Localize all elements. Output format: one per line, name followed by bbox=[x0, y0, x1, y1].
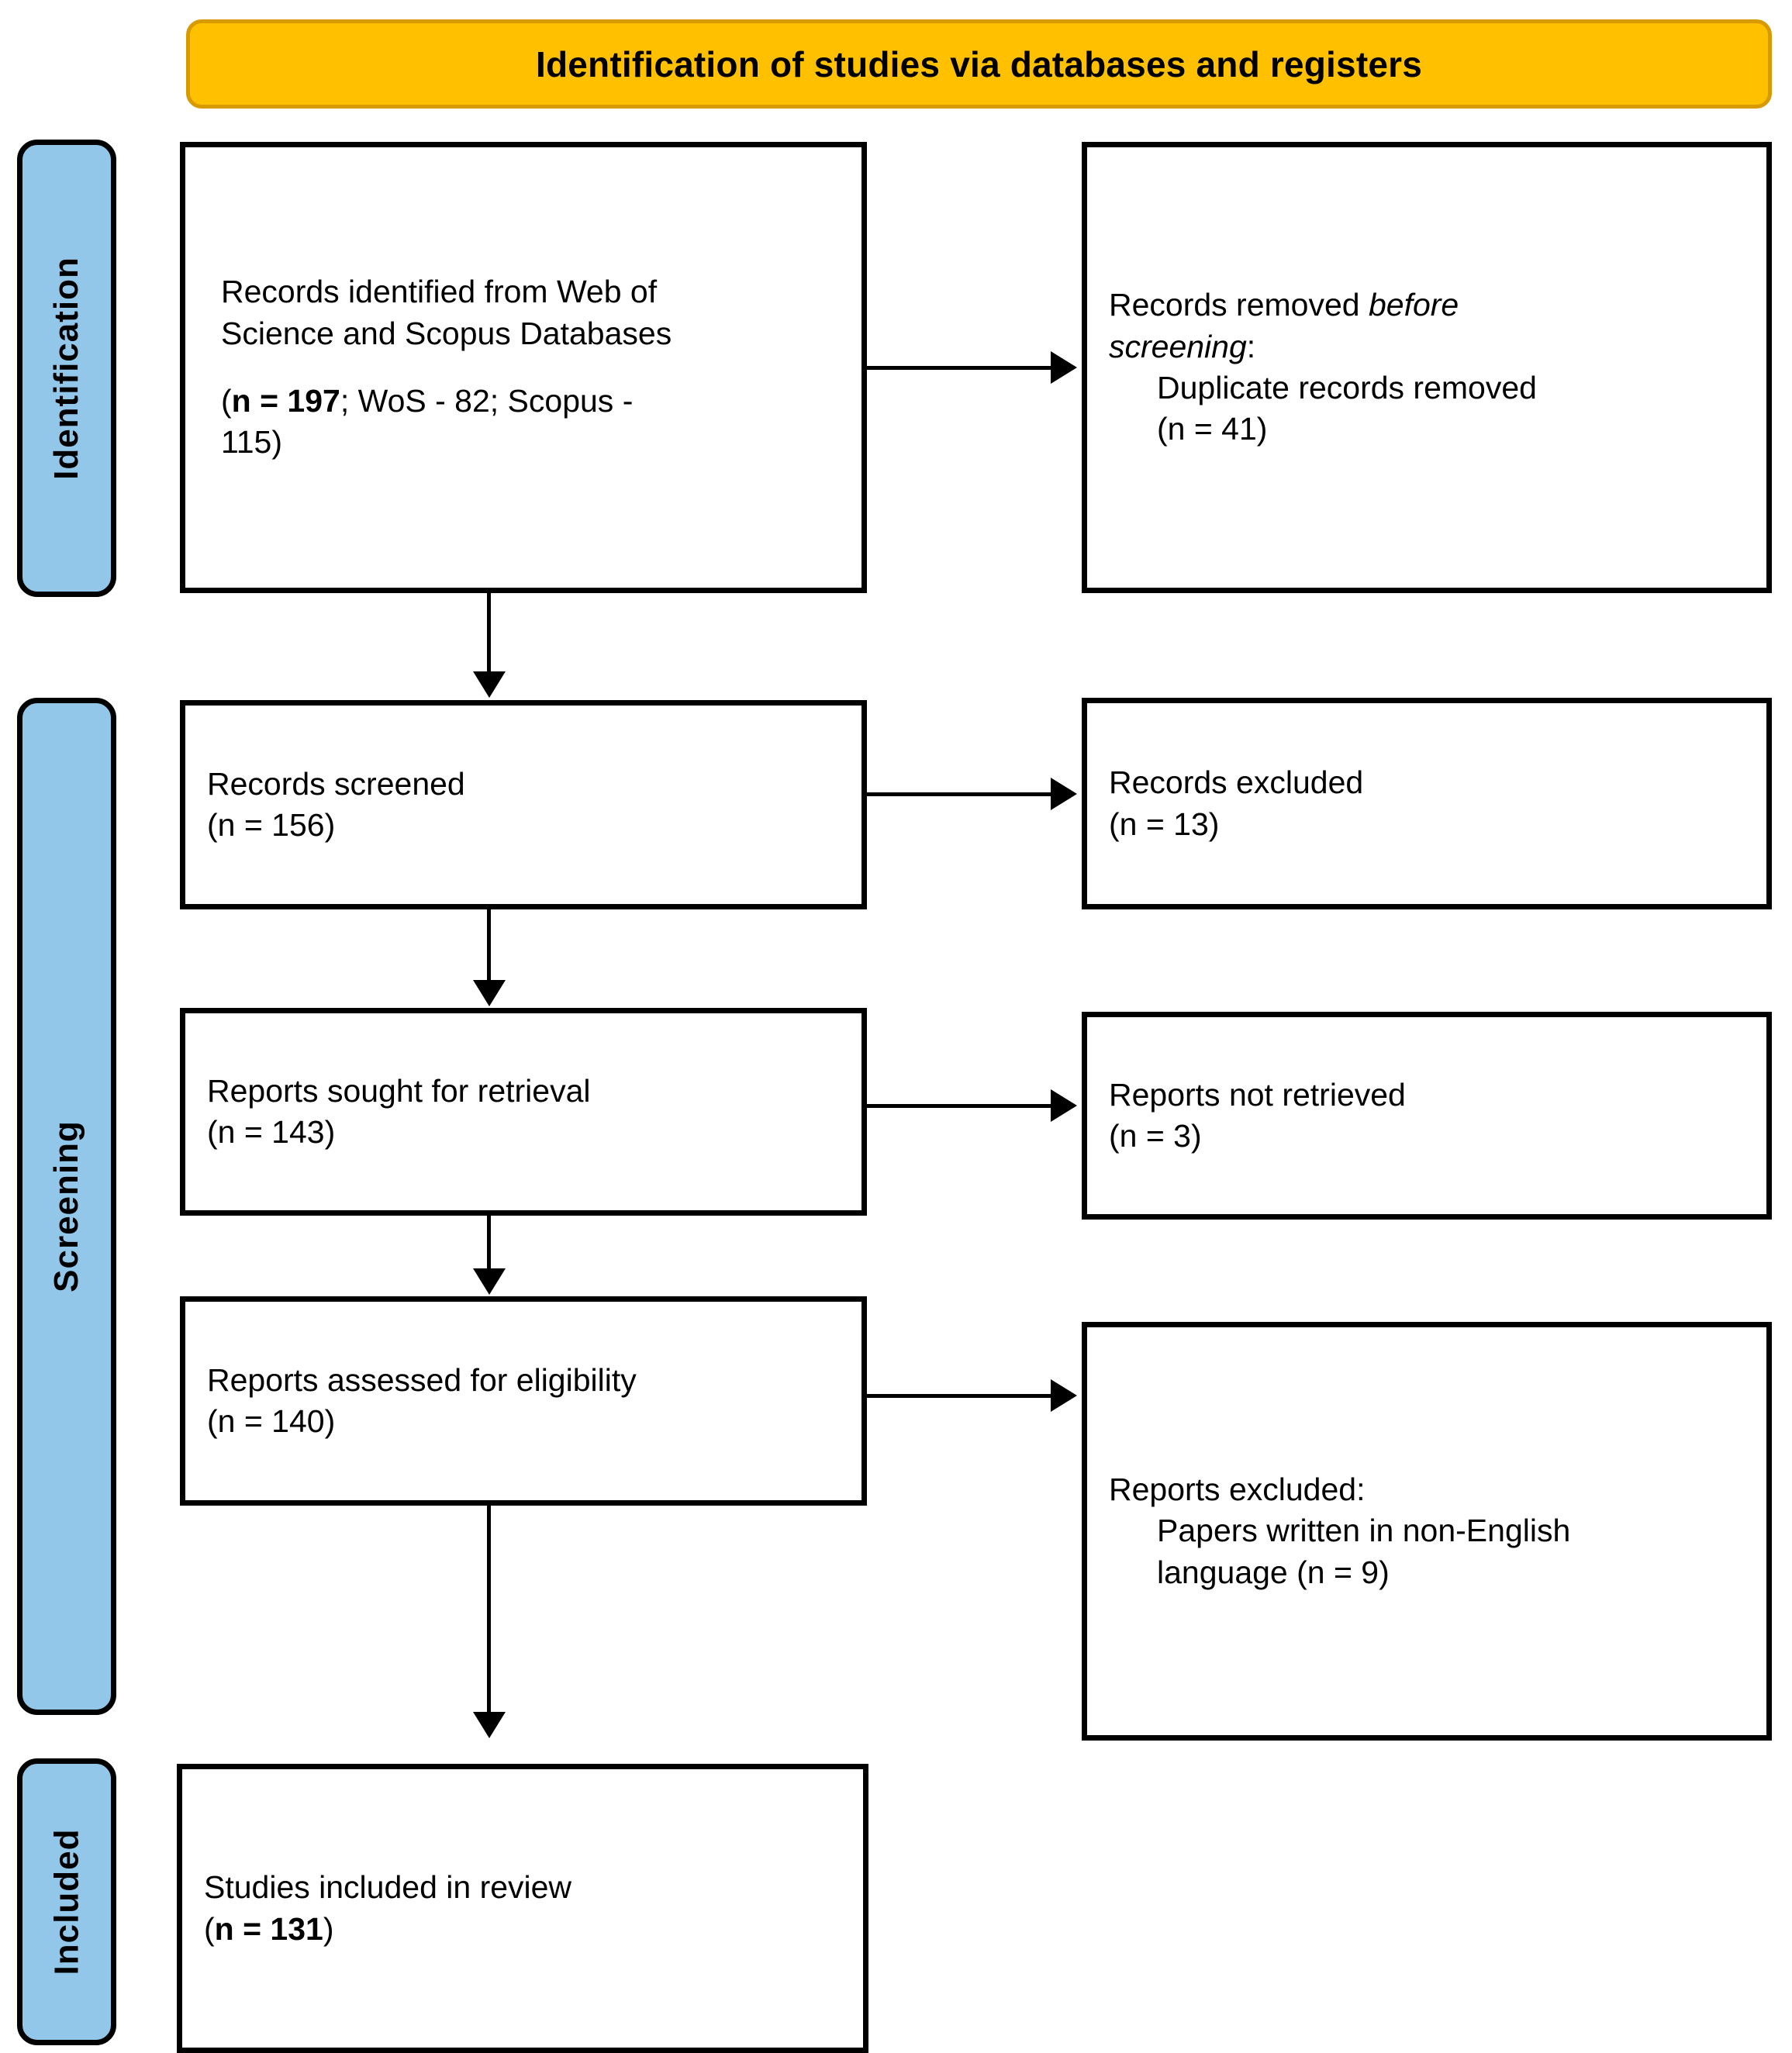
stage-tab-identification-label: Identification bbox=[47, 257, 85, 480]
connector-sought-to-assessed bbox=[487, 1216, 491, 1270]
box-studies-included: Studies included in review (n = 131) bbox=[177, 1764, 868, 2053]
box-reports-assessed: Reports assessed for eligibility (n = 14… bbox=[180, 1296, 867, 1506]
connector-identified-to-screened bbox=[487, 593, 491, 674]
reports-not-retrieved-line2: (n = 3) bbox=[1109, 1118, 1202, 1154]
records-identified-count-line2: 115) bbox=[221, 424, 283, 461]
records-identified-line2: Science and Scopus Databases bbox=[221, 315, 672, 351]
connector-assessed-to-included bbox=[487, 1506, 491, 1713]
reports-sought-line1: Reports sought for retrieval bbox=[207, 1072, 591, 1109]
records-removed-line4: (n = 41) bbox=[1157, 411, 1268, 447]
records-identified-line1: Records identified from Web of bbox=[221, 274, 658, 310]
box-reports-excluded-text: Reports excluded: Papers written in non-… bbox=[1087, 1469, 1766, 1593]
studies-paren-open: ( bbox=[204, 1910, 215, 1947]
records-excluded-line1: Records excluded bbox=[1109, 764, 1364, 801]
connector-screened-to-excluded bbox=[867, 792, 1053, 796]
connector-assessed-to-reports-excluded bbox=[867, 1394, 1053, 1398]
box-studies-included-text: Studies included in review (n = 131) bbox=[182, 1867, 863, 1950]
stage-tab-included: Included bbox=[17, 1758, 116, 2045]
box-reports-assessed-text: Reports assessed for eligibility (n = 14… bbox=[185, 1360, 861, 1443]
box-records-screened: Records screened (n = 156) bbox=[180, 700, 867, 909]
stage-tab-identification: Identification bbox=[17, 140, 116, 597]
stage-tab-screening: Screening bbox=[17, 698, 116, 1715]
stage-tab-screening-label: Screening bbox=[47, 1120, 85, 1292]
records-excluded-line2: (n = 13) bbox=[1109, 806, 1220, 842]
reports-excluded-line1: Reports excluded: bbox=[1109, 1472, 1366, 1508]
box-records-identified-text: Records identified from Web of Science a… bbox=[185, 271, 861, 463]
records-removed-screening: screening bbox=[1109, 328, 1247, 364]
header-title: Identification of studies via databases … bbox=[535, 43, 1423, 85]
studies-included-n: n = 131 bbox=[214, 1910, 323, 1947]
box-records-excluded-text: Records excluded (n = 13) bbox=[1087, 762, 1766, 845]
box-records-removed: Records removed before screening: Duplic… bbox=[1082, 142, 1772, 593]
reports-assessed-line1: Reports assessed for eligibility bbox=[207, 1361, 637, 1398]
stage-tab-included-label: Included bbox=[47, 1828, 85, 1975]
records-identified-count-line1: (n = 197; WoS - 82; Scopus - bbox=[221, 381, 843, 422]
records-removed-prefix: Records removed bbox=[1109, 287, 1369, 323]
records-removed-before: before bbox=[1368, 287, 1459, 323]
records-removed-line2: screening: bbox=[1109, 326, 1745, 367]
reports-not-retrieved-line1: Reports not retrieved bbox=[1109, 1076, 1406, 1113]
connector-identified-to-removed bbox=[867, 366, 1053, 370]
records-screened-line2: (n = 156) bbox=[207, 807, 336, 843]
paren-open: ( bbox=[221, 383, 232, 419]
records-removed-colon: : bbox=[1246, 328, 1256, 364]
header-banner: Identification of studies via databases … bbox=[186, 19, 1772, 109]
box-reports-not-retrieved: Reports not retrieved (n = 3) bbox=[1082, 1012, 1772, 1220]
reports-sought-line2: (n = 143) bbox=[207, 1114, 336, 1150]
box-records-screened-text: Records screened (n = 156) bbox=[185, 764, 861, 847]
box-reports-excluded: Reports excluded: Papers written in non-… bbox=[1082, 1322, 1772, 1741]
studies-paren-close: ) bbox=[323, 1910, 334, 1947]
box-reports-sought-text: Reports sought for retrieval (n = 143) bbox=[185, 1071, 861, 1154]
arrowhead-right-icon-2 bbox=[1051, 778, 1077, 810]
records-identified-sources: ; WoS - 82; Scopus - bbox=[340, 383, 634, 419]
box-reports-not-retrieved-text: Reports not retrieved (n = 3) bbox=[1087, 1075, 1766, 1158]
connector-screened-to-sought bbox=[487, 909, 491, 982]
box-records-identified: Records identified from Web of Science a… bbox=[180, 142, 867, 593]
arrowhead-down-icon-3 bbox=[473, 1268, 506, 1295]
arrowhead-right-icon-3 bbox=[1051, 1089, 1077, 1122]
arrowhead-right-icon-4 bbox=[1051, 1379, 1077, 1412]
reports-assessed-line2: (n = 140) bbox=[207, 1403, 336, 1439]
records-screened-line1: Records screened bbox=[207, 765, 465, 802]
records-removed-line3: Duplicate records removed bbox=[1157, 370, 1537, 405]
arrowhead-right-icon-1 bbox=[1051, 351, 1077, 384]
arrowhead-down-icon-4 bbox=[473, 1712, 506, 1738]
studies-included-line2: (n = 131) bbox=[204, 1909, 841, 1950]
studies-included-line1: Studies included in review bbox=[204, 1869, 572, 1906]
box-records-excluded: Records excluded (n = 13) bbox=[1082, 698, 1772, 909]
box-records-removed-text: Records removed before screening: Duplic… bbox=[1087, 285, 1766, 450]
records-identified-n: n = 197 bbox=[231, 383, 340, 419]
arrowhead-down-icon-2 bbox=[473, 980, 506, 1006]
box-reports-sought: Reports sought for retrieval (n = 143) bbox=[180, 1008, 867, 1216]
records-removed-line1: Records removed before bbox=[1109, 285, 1745, 326]
reports-excluded-line2: Papers written in non-English bbox=[1157, 1513, 1571, 1549]
reports-excluded-line3: language (n = 9) bbox=[1157, 1554, 1390, 1590]
arrowhead-down-icon-1 bbox=[473, 671, 506, 698]
connector-sought-to-not-retrieved bbox=[867, 1104, 1053, 1108]
